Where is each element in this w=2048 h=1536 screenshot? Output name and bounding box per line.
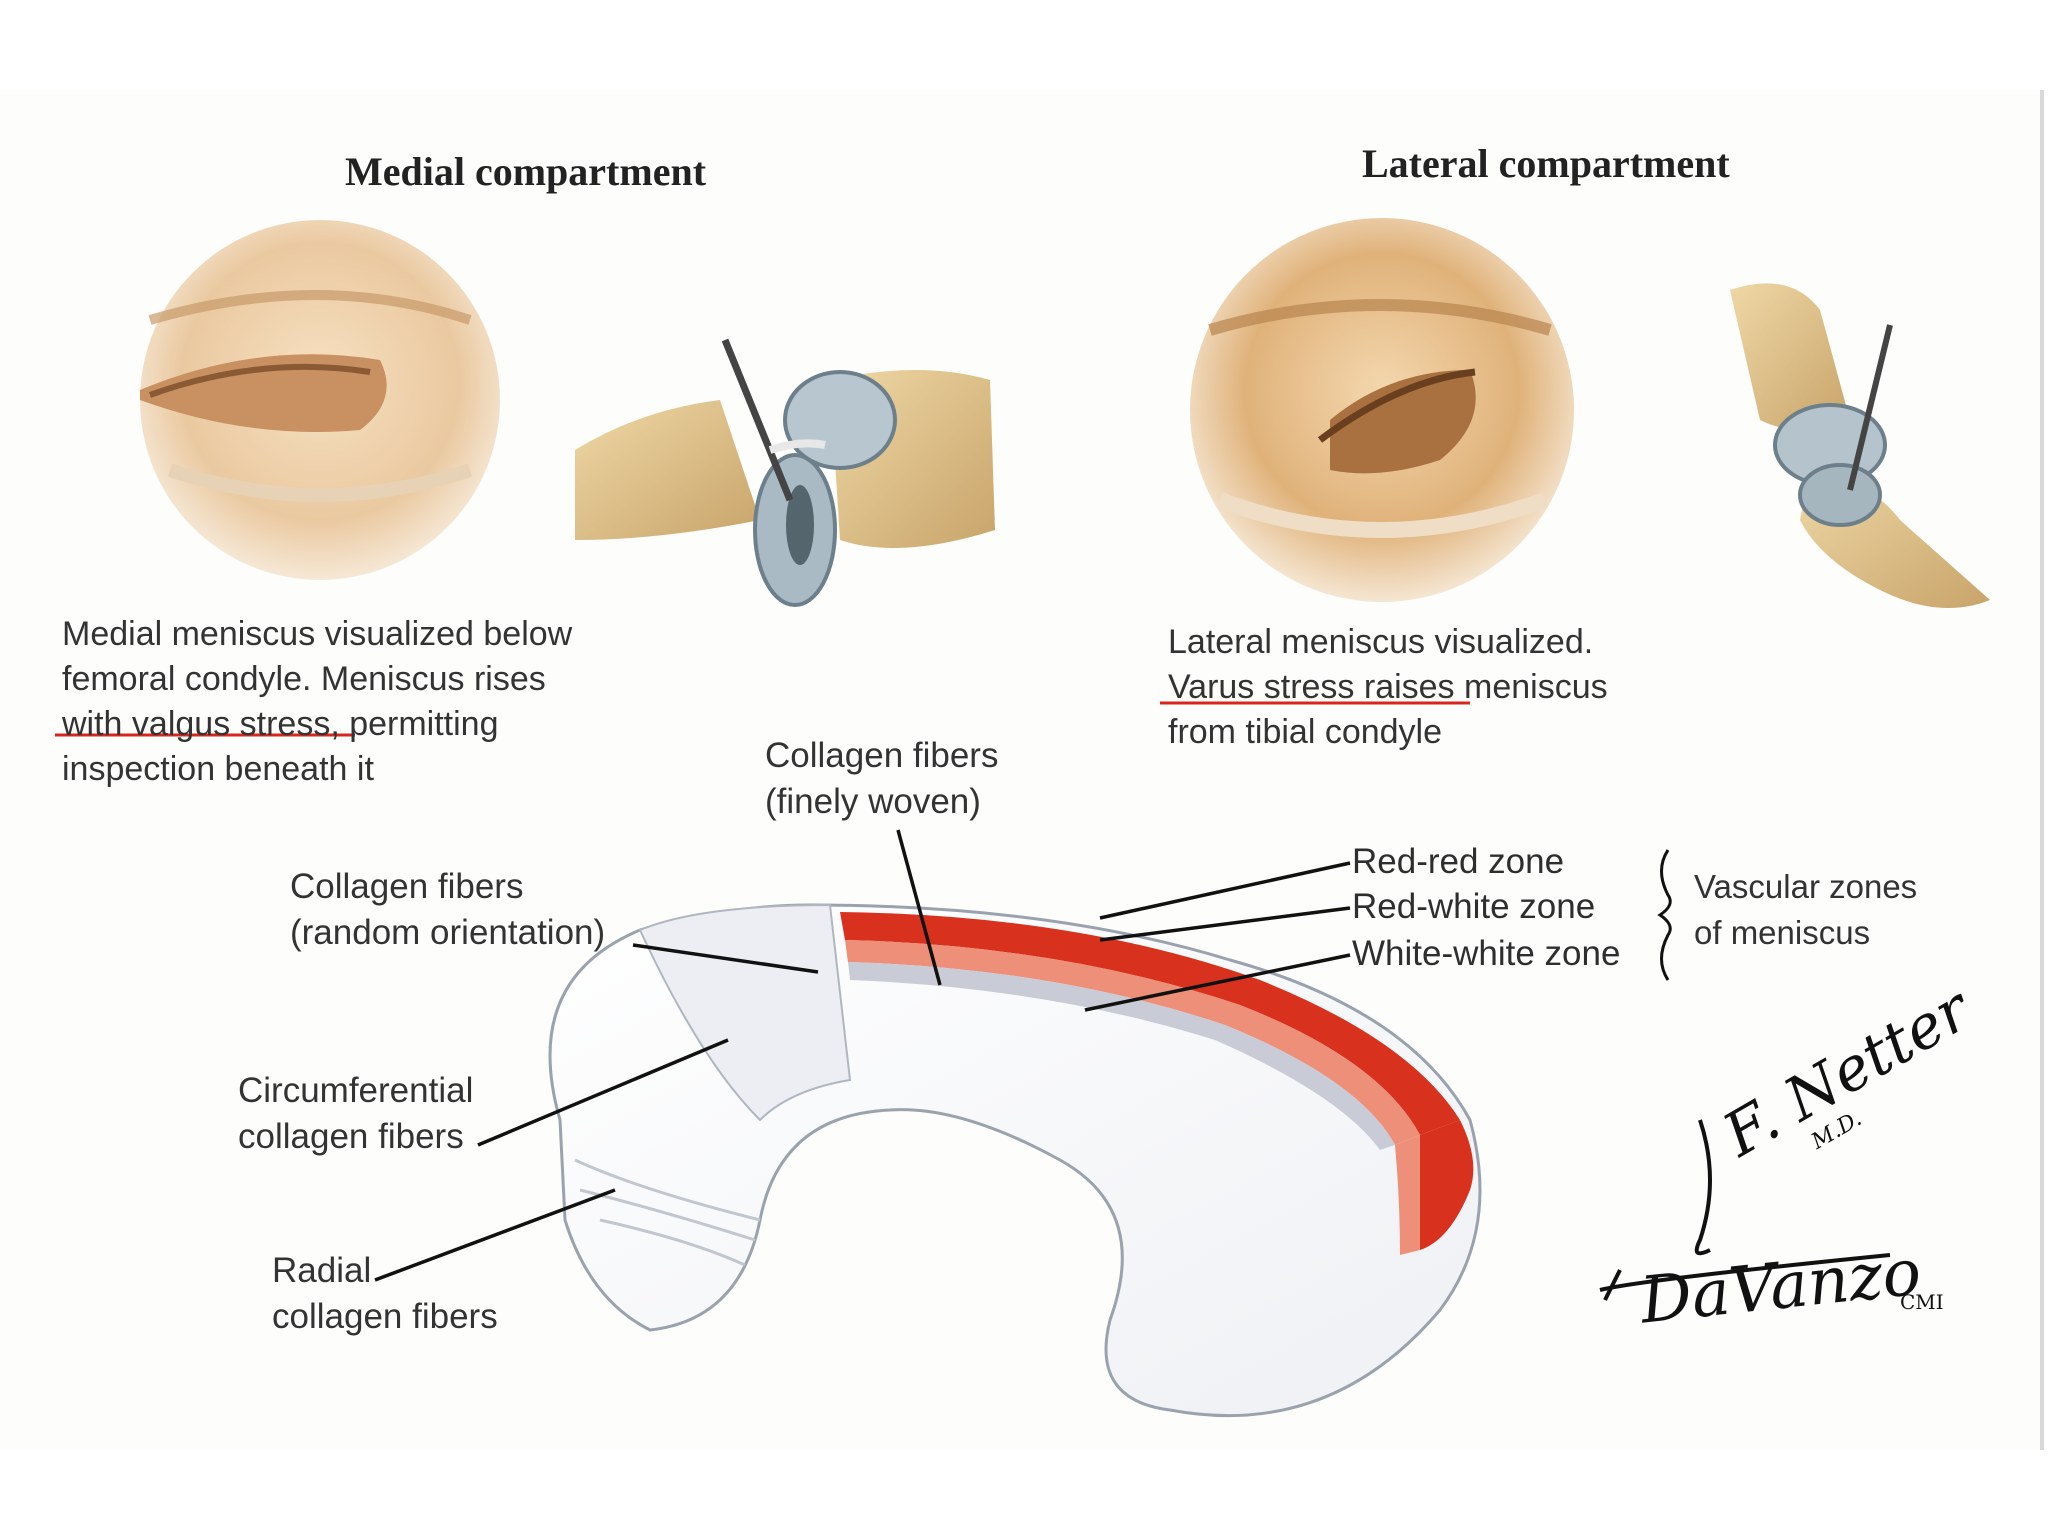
label-random-line-2: (random orientation)	[290, 913, 606, 952]
label-vascular-zones-line-2: of meniscus	[1694, 914, 1871, 951]
medial-caption-line-2: femoral condyle. Meniscus rises	[62, 660, 546, 698]
leader-finely-woven	[896, 829, 942, 986]
label-random-line-1: Collagen fibers	[290, 867, 524, 906]
leader-white-white	[1084, 953, 1351, 1012]
medial-caption: Medial meniscus visualized below femoral…	[62, 612, 572, 792]
leader-circumferential	[477, 1038, 729, 1147]
label-radial-line-2: collagen fibers	[272, 1297, 498, 1336]
label-circumferential-line-1: Circumferential	[238, 1071, 474, 1110]
label-finely-woven-line-2: (finely woven)	[765, 782, 981, 821]
label-collagen-finely-woven: Collagen fibers (finely woven)	[765, 733, 998, 825]
leader-lines	[374, 829, 1351, 1282]
leader-random	[632, 943, 819, 974]
medial-knee-illustration	[575, 338, 995, 607]
lateral-caption-line-2: Varus stress raises meniscus	[1168, 668, 1608, 706]
medial-caption-line-1: Medial meniscus visualized below	[62, 615, 573, 653]
medial-compartment-title: Medial compartment	[345, 149, 707, 194]
label-circumferential-line-2: collagen fibers	[238, 1117, 464, 1156]
netter-signature-flourish	[1694, 1119, 1712, 1256]
davanzo-suffix: CMI	[1900, 1290, 1944, 1314]
lateral-caption-line-3: from tibial condyle	[1168, 713, 1443, 751]
label-red-white-zone: Red-white zone	[1352, 887, 1596, 926]
label-finely-woven-line-1: Collagen fibers	[765, 736, 999, 775]
label-circumferential-fibers: Circumferential collagen fibers	[238, 1068, 473, 1160]
label-radial-fibers: Radial collagen fibers	[272, 1248, 498, 1340]
lateral-knee-illustration	[1730, 283, 1990, 608]
lateral-arthroscopic-view	[1190, 218, 1574, 602]
davanzo-signature-flourish	[1599, 1253, 1891, 1301]
label-radial-line-1: Radial	[272, 1251, 372, 1290]
vascular-zone-brace	[1657, 849, 1672, 981]
leader-radial	[374, 1188, 616, 1282]
lateral-caption-line-1: Lateral meniscus visualized.	[1168, 623, 1594, 661]
meniscus-illustration	[548, 903, 1482, 1418]
medial-arthroscopic-view	[140, 220, 500, 580]
lateral-caption: Lateral meniscus visualized. Varus stres…	[1168, 620, 1608, 755]
medial-caption-line-3: with valgus stress, permitting	[62, 705, 499, 743]
label-vascular-zones: Vascular zones of meniscus	[1694, 864, 1917, 956]
label-white-white-zone: White-white zone	[1352, 934, 1621, 973]
label-red-red-zone: Red-red zone	[1352, 842, 1565, 881]
label-collagen-random: Collagen fibers (random orientation)	[290, 864, 605, 956]
label-vascular-zones-line-1: Vascular zones	[1694, 868, 1918, 905]
medial-caption-line-4: inspection beneath it	[62, 750, 374, 788]
lateral-compartment-title: Lateral compartment	[1362, 141, 1730, 186]
leader-red-white	[1099, 906, 1351, 942]
leader-red-red	[1099, 861, 1351, 920]
